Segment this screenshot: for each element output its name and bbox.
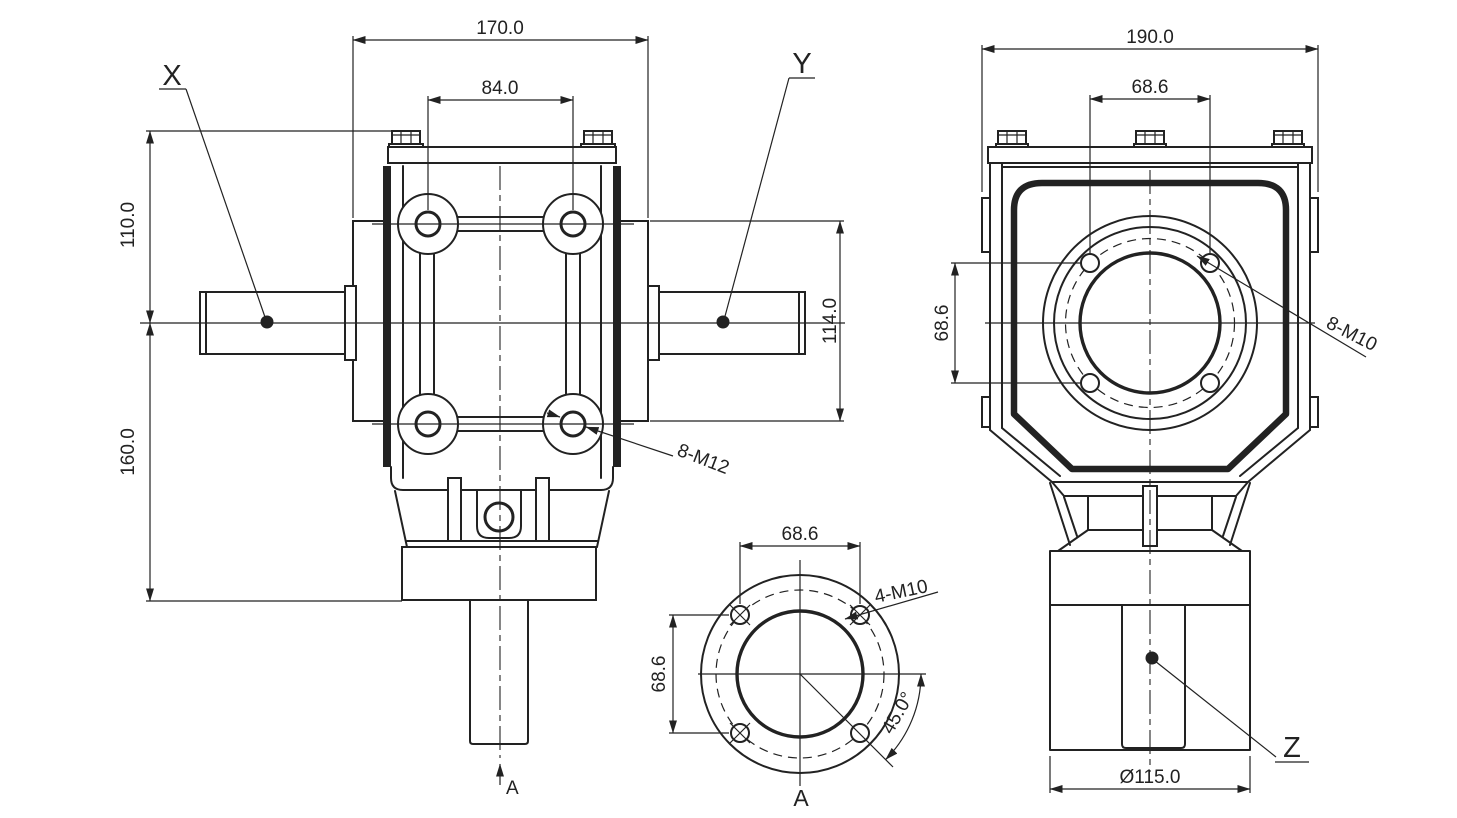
- dim-section-bolt-spacing-vertical: 68.6: [649, 656, 670, 693]
- dim-front-top-to-axis: 110.0: [118, 202, 139, 248]
- front-center-eye-hole: [483, 501, 515, 533]
- side-top-plate: [987, 146, 1313, 164]
- dim-section-bolt-angle: 45.0°: [878, 689, 918, 738]
- side-gasket-outline: [1010, 179, 1290, 473]
- front-bottom-flange: [401, 546, 597, 601]
- dim-side-bolt-spacing-vertical: 68.6: [932, 305, 953, 342]
- section-view-dimensions: 68.6 68.6 4-M10 45.0° A: [649, 524, 939, 811]
- front-bolt-right: [583, 130, 613, 145]
- label-section-title: A: [793, 785, 809, 811]
- front-bolt-left: [391, 130, 421, 145]
- front-view-dimensions: 170.0 84.0 110.0 160.0 114.0 8-M12 X Y A: [118, 18, 844, 799]
- side-flange-hole: [1200, 373, 1220, 393]
- front-top-plate: [387, 146, 617, 164]
- front-stub-plate-right: [616, 220, 649, 422]
- side-view-outline: [981, 130, 1319, 772]
- callout-front-thread: 8-M12: [674, 440, 732, 479]
- front-stub-plate-left: [352, 220, 385, 422]
- dim-front-overall-width: 170.0: [476, 18, 524, 39]
- dim-front-bolt-spacing: 84.0: [482, 78, 519, 99]
- label-shaft-y: Y: [792, 48, 811, 80]
- front-view-outline: [140, 130, 845, 758]
- callout-side-thread: 8-M10: [1323, 313, 1381, 356]
- bottom-shaft-z: [469, 599, 529, 745]
- dim-side-flange-diameter: Ø115.0: [1120, 767, 1181, 788]
- shaft-x-marker-dot: [260, 315, 274, 329]
- dim-front-side-flange-height: 114.0: [820, 298, 841, 344]
- dim-section-bolt-spacing-horizontal: 68.6: [782, 524, 819, 545]
- label-shaft-z: Z: [1283, 732, 1301, 764]
- dim-front-axis-to-base: 160.0: [118, 428, 139, 476]
- dim-side-bolt-spacing-horizontal: 68.6: [1132, 77, 1169, 98]
- label-shaft-x: X: [162, 60, 181, 92]
- section-tapped-hole: [850, 723, 870, 743]
- label-section-arrow-a: A: [506, 778, 519, 799]
- dim-side-overall-width: 190.0: [1126, 27, 1174, 48]
- shaft-y-marker-dot: [716, 315, 730, 329]
- side-view-dimensions: 190.0 68.6 68.6 8-M10 Ø115.0 Z: [932, 27, 1380, 793]
